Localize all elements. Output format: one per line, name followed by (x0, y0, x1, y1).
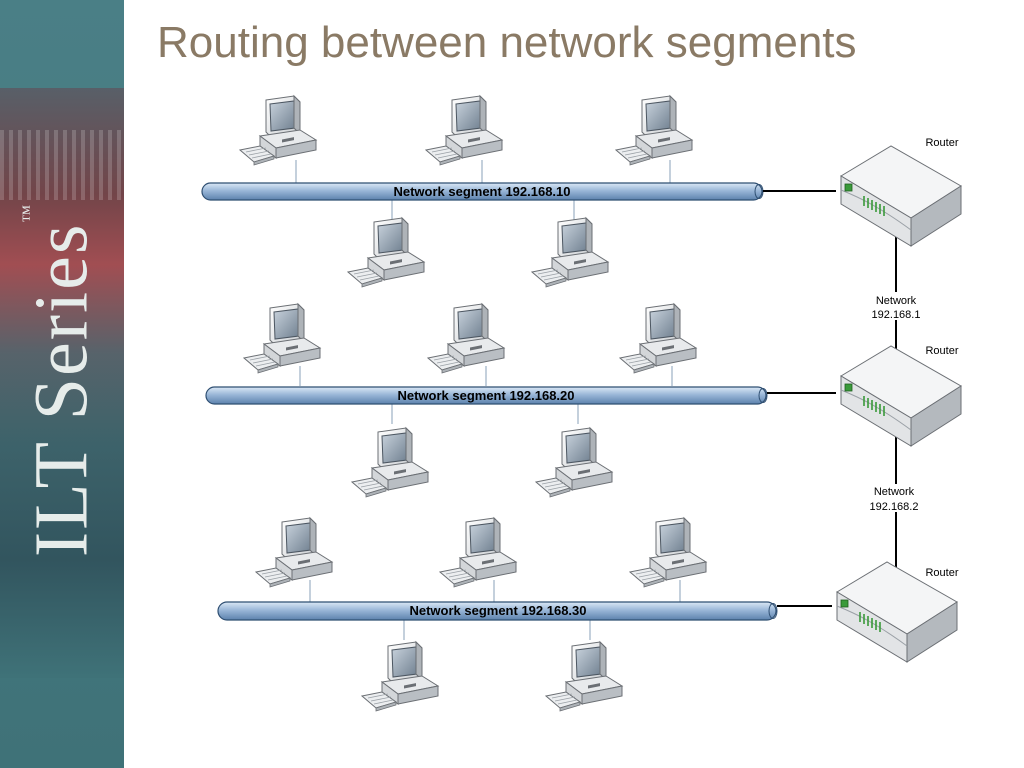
computer-icon (439, 517, 517, 588)
computer-icon (425, 95, 503, 166)
computer-icon (255, 517, 333, 588)
segment-label: Network segment 192.168.30 (409, 603, 586, 618)
link-label: Network (876, 295, 917, 307)
segment-bar (205, 386, 767, 405)
link-address: 192.168.1 (872, 309, 921, 321)
network-segment-2: Network segment 192.168.20 (205, 303, 836, 498)
sidebar-band (0, 88, 124, 678)
router-icon (840, 345, 962, 447)
computer-icon (531, 217, 609, 288)
segment-bar (201, 182, 763, 201)
router-label: Router (925, 137, 958, 149)
computer-icon (427, 303, 505, 374)
link-address: 192.168.2 (870, 501, 919, 513)
slide-title: Routing between network segments (157, 18, 857, 67)
computer-icon (239, 95, 317, 166)
network-diagram: Network segment 192.168.10 Network segme… (201, 95, 962, 712)
computer-icon (615, 95, 693, 166)
sidebar-texture (0, 130, 124, 200)
router-label: Router (925, 567, 958, 579)
computer-icon (545, 641, 623, 712)
ilt-series-logo: ILT Series™ (19, 203, 106, 557)
computer-icon (347, 217, 425, 288)
computer-icon (243, 303, 321, 374)
computer-icon (619, 303, 697, 374)
computer-icon (351, 427, 429, 498)
brand-trademark: ™ (18, 202, 39, 223)
computer-icon (629, 517, 707, 588)
segment-label: Network segment 192.168.10 (393, 184, 570, 199)
computer-icon (535, 427, 613, 498)
computer-icon (361, 641, 439, 712)
sidebar-banner: ILT Series™ (0, 0, 124, 768)
network-segment-3: Network segment 192.168.30 (217, 517, 832, 712)
network-segment-1: Network segment 192.168.10 (201, 95, 836, 288)
segment-label: Network segment 192.168.20 (397, 388, 574, 403)
router-icon (840, 145, 962, 247)
brand-text: ILT Series (19, 222, 104, 558)
segment-bar (217, 601, 777, 621)
link-label: Network (874, 486, 915, 498)
router-label: Router (925, 345, 958, 357)
